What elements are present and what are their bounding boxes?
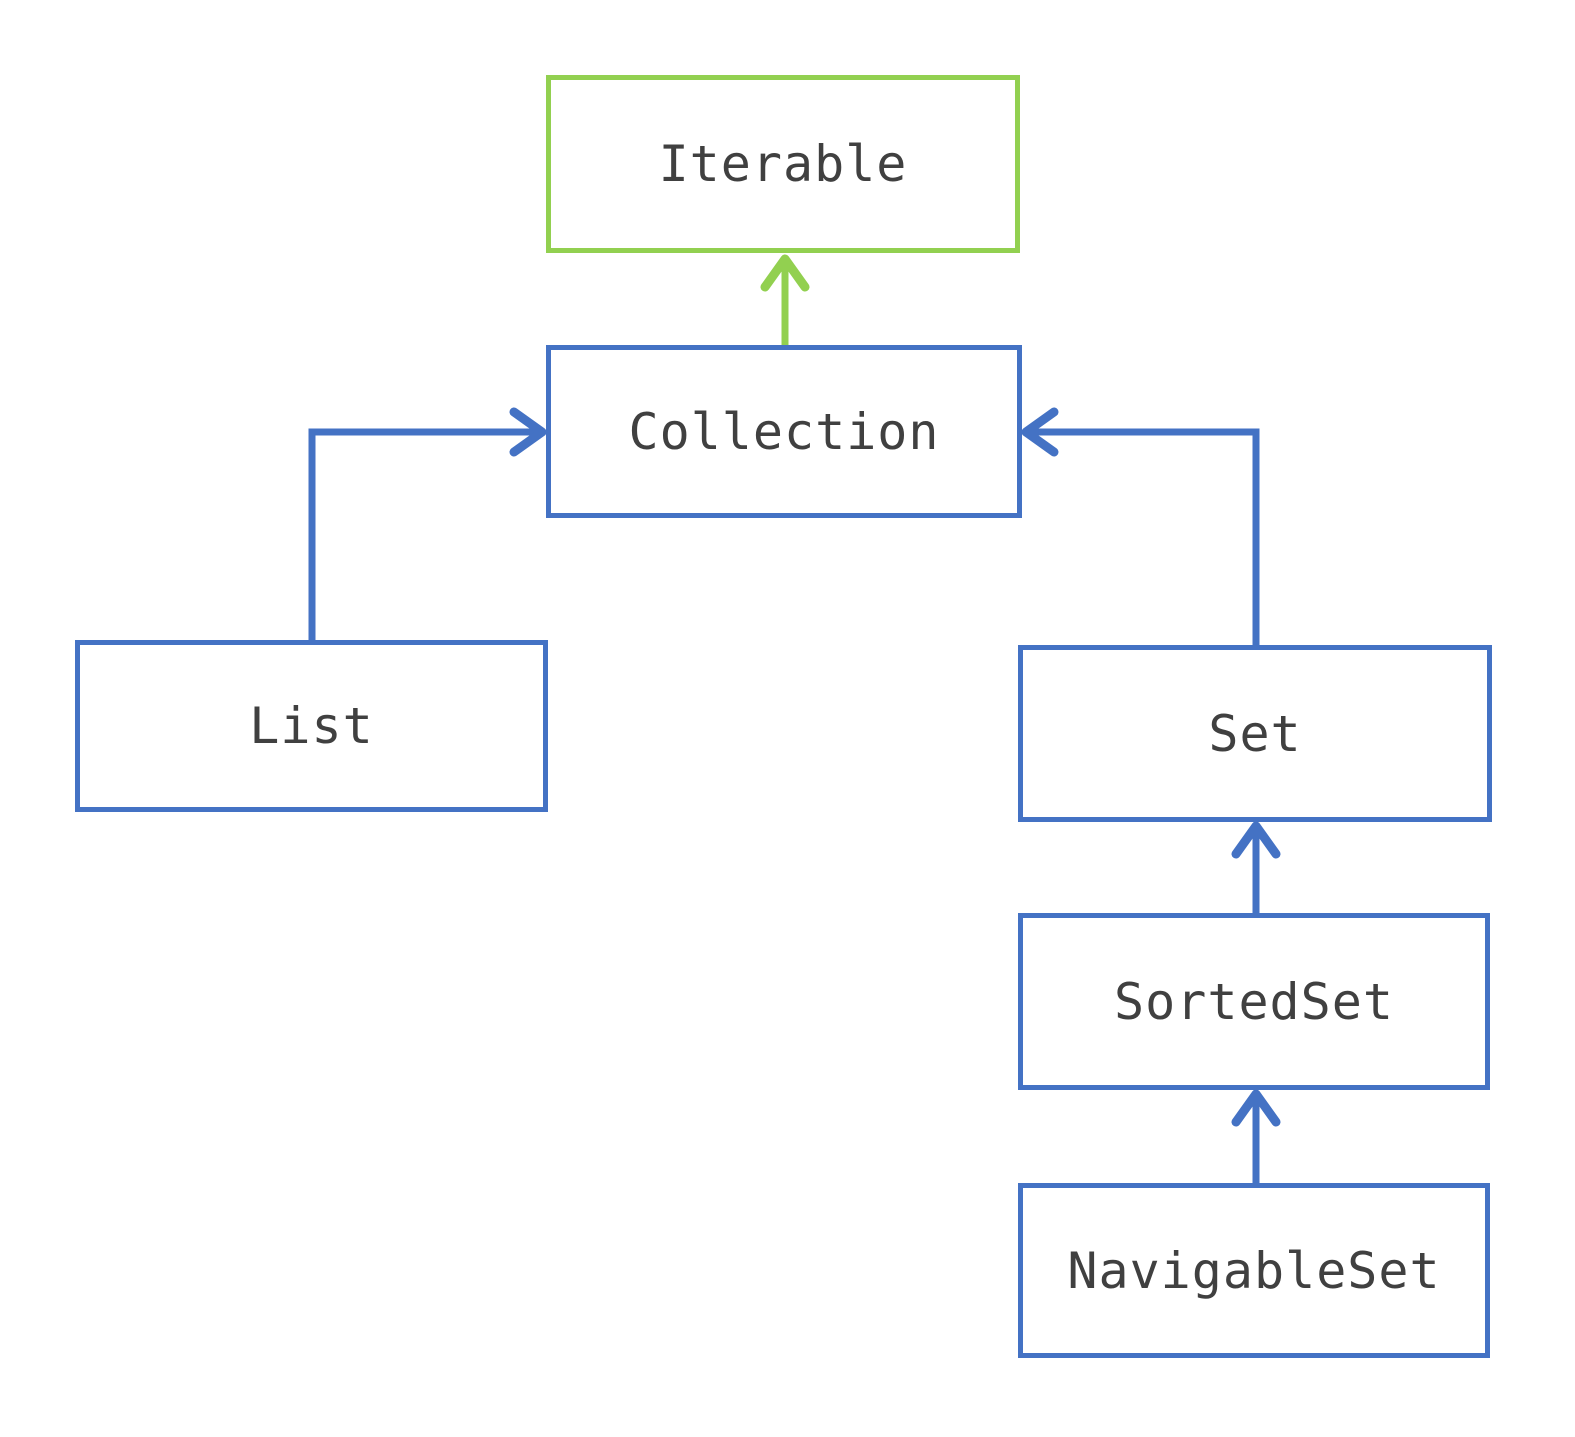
edge-set-to-collection (1032, 428, 1260, 647)
node-sortedset-label: SortedSet (1114, 972, 1394, 1031)
node-navigableset-label: NavigableSet (1067, 1241, 1441, 1300)
arrowhead-up-iterable-icon (760, 254, 810, 292)
node-collection-label: Collection (628, 402, 940, 461)
node-set: Set (1018, 645, 1492, 822)
node-iterable-label: Iterable (658, 135, 908, 193)
node-set-label: Set (1208, 704, 1302, 763)
edge-list-to-collection (308, 428, 536, 642)
node-collection: Collection (546, 345, 1022, 518)
node-navigableset: NavigableSet (1018, 1183, 1490, 1358)
arrowhead-left-collection-icon (1021, 407, 1059, 457)
arrowhead-right-collection-icon (509, 407, 547, 457)
node-list-label: List (249, 697, 374, 755)
node-sortedset: SortedSet (1018, 913, 1490, 1090)
arrowhead-up-set-icon (1231, 821, 1281, 859)
arrowhead-up-sortedset-icon (1231, 1089, 1281, 1127)
node-list: List (75, 640, 548, 812)
node-iterable: Iterable (546, 75, 1020, 253)
